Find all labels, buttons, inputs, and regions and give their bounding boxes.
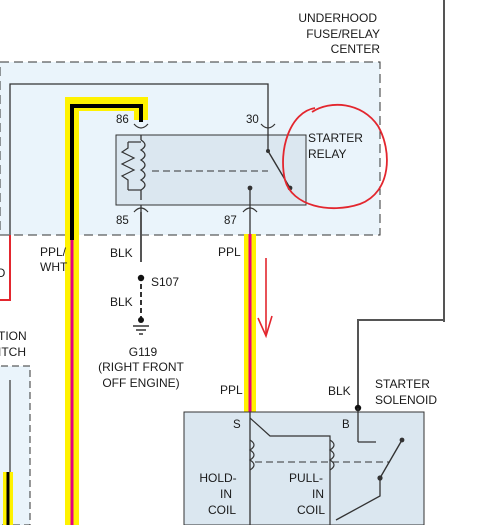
pull-in-coil-label-line1: PULL- <box>289 471 323 485</box>
left-partial-label-line2: ITCH <box>0 345 26 359</box>
red-arrow-head <box>257 315 273 339</box>
starter-solenoid-label-line1: STARTER <box>375 377 430 391</box>
wire-blk-solenoid <box>357 319 444 408</box>
left-partial-label-line1: TION <box>0 329 27 343</box>
pin-30-label: 30 <box>246 114 259 126</box>
pin-85-label: 85 <box>116 215 129 227</box>
wire-ppl-wht <box>70 104 143 240</box>
starter-relay-box <box>115 134 307 206</box>
hold-in-coil <box>248 439 255 471</box>
wire-ppl-label-upper: PPL <box>218 245 241 259</box>
red-circle-annotation <box>282 103 388 210</box>
ground-label-line2: (RIGHT FRONT <box>98 360 184 374</box>
solenoid-switch-tip <box>399 437 405 443</box>
pin-86-label: 86 <box>116 114 129 126</box>
wire-ppl-label-lower: PPL <box>220 383 243 397</box>
ground-terminal-dot <box>138 317 144 323</box>
solenoid-output-lead <box>335 478 381 521</box>
underhood-label-line2: FUSE/RELAY <box>306 27 380 41</box>
hold-in-coil-label-line1: HOLD- <box>199 471 236 485</box>
pull-in-coil-lead <box>249 417 331 525</box>
pull-in-coil-label-line3: COIL <box>297 503 325 517</box>
underhood-label-line1: UNDERHOOD <box>298 11 377 25</box>
wire-feed-30 <box>9 83 269 235</box>
solenoid-terminal-b: B <box>342 419 350 431</box>
wire-blk-solenoid-label: BLK <box>328 384 351 398</box>
pull-in-coil <box>328 439 335 471</box>
starter-solenoid-label-line2: SOLENOID <box>375 393 437 407</box>
left-red-component-edge <box>0 235 11 301</box>
solenoid-switch-arm <box>379 439 403 479</box>
relay-coil <box>139 139 146 191</box>
wire-blk-label-lower: BLK <box>110 295 133 309</box>
solenoid-terminal-s: S <box>233 419 241 431</box>
starter-relay-label-line1: STARTER <box>308 131 363 145</box>
splice-s107-label: S107 <box>151 275 179 289</box>
wire-ppl-wht-label-line2: WHT <box>40 260 68 274</box>
hold-in-coil-label-line3: COIL <box>208 503 236 517</box>
ground-label-line3: OFF ENGINE) <box>102 376 179 390</box>
hold-in-coil-label-line2: IN <box>220 487 232 501</box>
wire-blk-label-upper: BLK <box>110 246 133 260</box>
wire-ppl-wht-label-line1: PPL/ <box>40 245 67 259</box>
underhood-label-line3: CENTER <box>331 42 381 56</box>
pin86-connector <box>133 123 149 129</box>
starter-relay-label-line2: RELAY <box>308 147 346 161</box>
pull-in-coil-label-line2: IN <box>312 487 324 501</box>
pin-87-label: 87 <box>224 215 237 227</box>
ground-g119-label: G119 <box>129 345 158 359</box>
splice-s107-dot <box>137 274 145 282</box>
starter-solenoid-box <box>183 411 425 525</box>
left-red-fragment-label: O <box>0 266 5 280</box>
coil-resistor <box>120 142 136 190</box>
